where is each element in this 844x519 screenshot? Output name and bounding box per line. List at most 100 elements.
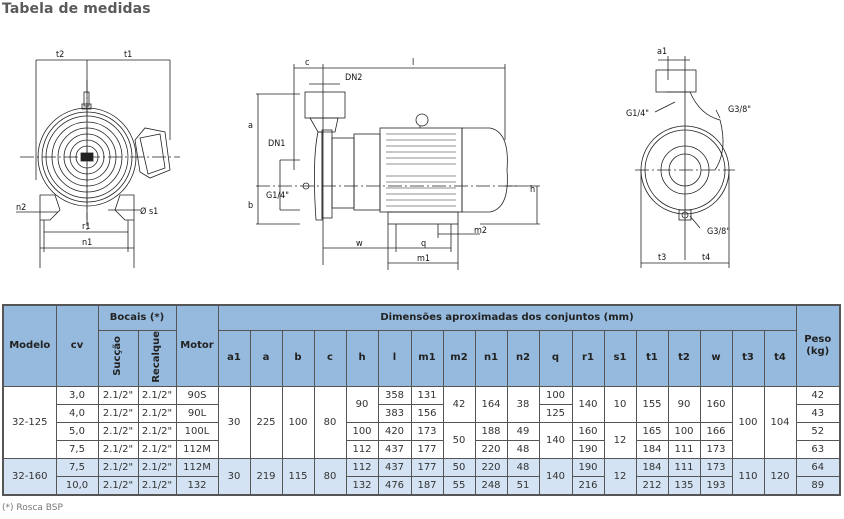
label-g14-pump: G1/4" (626, 109, 649, 119)
cell-motor: 90L (175, 404, 219, 424)
cell-s1: 12 (603, 422, 637, 460)
label-c: c (305, 58, 309, 68)
label-l: l (412, 58, 414, 68)
cell-t1: 184 (635, 440, 669, 460)
dimension-drawings-svg: t2 t1 n2 Ø s1 r1 n1 c l DN2 a DN1 b G1/4… (16, 47, 751, 270)
dimensions-table: Modelo cv Bocais (*) Motor Dimensões apr… (2, 304, 841, 497)
cell-peso: 52 (795, 422, 841, 442)
cell-h: 90 (345, 386, 379, 424)
table-row: 5,0 2.1/2" 2.1/2" 100L 100 420 173 50 18… (3, 422, 841, 460)
cell-t2: 111 (667, 440, 701, 460)
cell-succao: 2.1/2" (97, 422, 139, 442)
cell-succao: 2.1/2" (97, 440, 139, 460)
cell-cv: 5,0 (55, 422, 99, 442)
label-g38-top: G3/8" (728, 105, 751, 115)
cell-n2: 38 (506, 386, 540, 424)
cell-a: 219 (249, 458, 283, 496)
header-dim-n2: n2 (506, 329, 540, 388)
cell-t2: 90 (667, 386, 701, 424)
header-dim-t2: t2 (667, 329, 701, 388)
cell-cv: 3,0 (55, 386, 99, 406)
cell-motor: 112M (175, 440, 219, 460)
cell-r1: 190 (571, 440, 605, 460)
cell-w: 160 (699, 386, 733, 424)
pump-end-view-drawing (635, 56, 735, 268)
cell-t2: 111 (667, 458, 701, 478)
cell-motor: 100L (175, 422, 219, 442)
cell-m1: 173 (410, 422, 444, 442)
header-dim-l: l (377, 329, 412, 388)
cell-succao: 2.1/2" (97, 404, 139, 424)
table-row: 32-125 3,0 2.1/2" 2.1/2" 90S 30 225 100 … (2, 386, 841, 460)
cell-recalque: 2.1/2" (137, 476, 177, 496)
header-peso: Peso (kg) (795, 304, 841, 388)
cell-r1: 190 (571, 458, 605, 478)
header-motor: Motor (175, 304, 219, 388)
header-dim-n1: n1 (474, 329, 508, 388)
cell-motor: 90S (175, 386, 219, 406)
cell-t3: 100 (731, 386, 765, 460)
cell-succao: 2.1/2" (97, 458, 139, 478)
label-dn1: DN1 (268, 139, 285, 149)
header-dim-t3: t3 (731, 329, 765, 388)
header-dim-t1: t1 (635, 329, 669, 388)
cell-recalque: 2.1/2" (137, 440, 177, 460)
label-n1: n1 (82, 238, 92, 248)
cell-a1: 30 (217, 458, 251, 496)
label-g38-bottom: G3/8" (707, 227, 730, 237)
cell-c: 80 (313, 458, 347, 496)
cell-t1: 212 (635, 476, 669, 496)
cell-t4: 120 (763, 458, 797, 496)
cell-s1: 12 (603, 458, 637, 496)
cell-q: 140 (538, 458, 573, 496)
cell-a: 225 (249, 386, 283, 460)
header-dim-q: q (538, 329, 573, 388)
label-a: a (248, 121, 253, 131)
cell-m1: 177 (410, 458, 444, 478)
cell-r1: 140 (571, 386, 605, 424)
header-dim-c: c (313, 329, 347, 388)
cell-recalque: 2.1/2" (137, 404, 177, 424)
cell-n2: 48 (506, 440, 540, 460)
side-view-drawing (256, 64, 540, 270)
label-t4: t4 (702, 253, 710, 263)
front-view-drawing (16, 59, 180, 268)
header-dimensoes: Dimensões aproximadas dos conjuntos (mm) (217, 304, 797, 331)
cell-l: 358 (377, 386, 412, 406)
header-dim-h: h (345, 329, 379, 388)
cell-n2: 48 (506, 458, 540, 478)
label-dn2: DN2 (345, 73, 362, 83)
label-t3: t3 (658, 253, 666, 263)
cell-n1: 188 (474, 422, 508, 442)
header-dim-a1: a1 (217, 329, 251, 388)
cell-r1: 216 (571, 476, 605, 496)
cell-n1: 164 (474, 386, 508, 424)
table-row: 7,5 2.1/2" 2.1/2" 112M 112 437 177 220 4… (3, 440, 841, 460)
header-bocais: Bocais (*) (97, 304, 177, 331)
cell-t4: 104 (763, 386, 797, 460)
label-w: w (356, 239, 363, 249)
cell-m1: 187 (410, 476, 444, 496)
label-t2: t2 (56, 50, 64, 60)
header-dim-w: w (699, 329, 733, 388)
cell-peso: 42 (795, 386, 841, 406)
cell-m2: 42 (442, 386, 476, 424)
cell-t2: 135 (667, 476, 701, 496)
cell-modelo: 32-125 (2, 386, 57, 460)
cell-l: 383 (377, 404, 412, 424)
header-dim-a: a (249, 329, 283, 388)
cell-succao: 2.1/2" (97, 476, 139, 496)
cell-m1: 177 (410, 440, 444, 460)
cell-peso: 64 (795, 458, 841, 478)
cell-w: 166 (699, 422, 733, 442)
cell-h: 112 (345, 458, 379, 478)
cell-peso: 43 (795, 404, 841, 424)
page-title: Tabela de medidas (2, 1, 151, 17)
label-g14-side: G1/4" (266, 191, 289, 201)
cell-c: 80 (313, 386, 347, 460)
cell-a1: 30 (217, 386, 251, 460)
cell-m2: 55 (442, 476, 476, 496)
label-m2: m2 (474, 226, 487, 236)
cell-peso: 63 (795, 440, 841, 460)
cell-h: 100 (345, 422, 379, 442)
